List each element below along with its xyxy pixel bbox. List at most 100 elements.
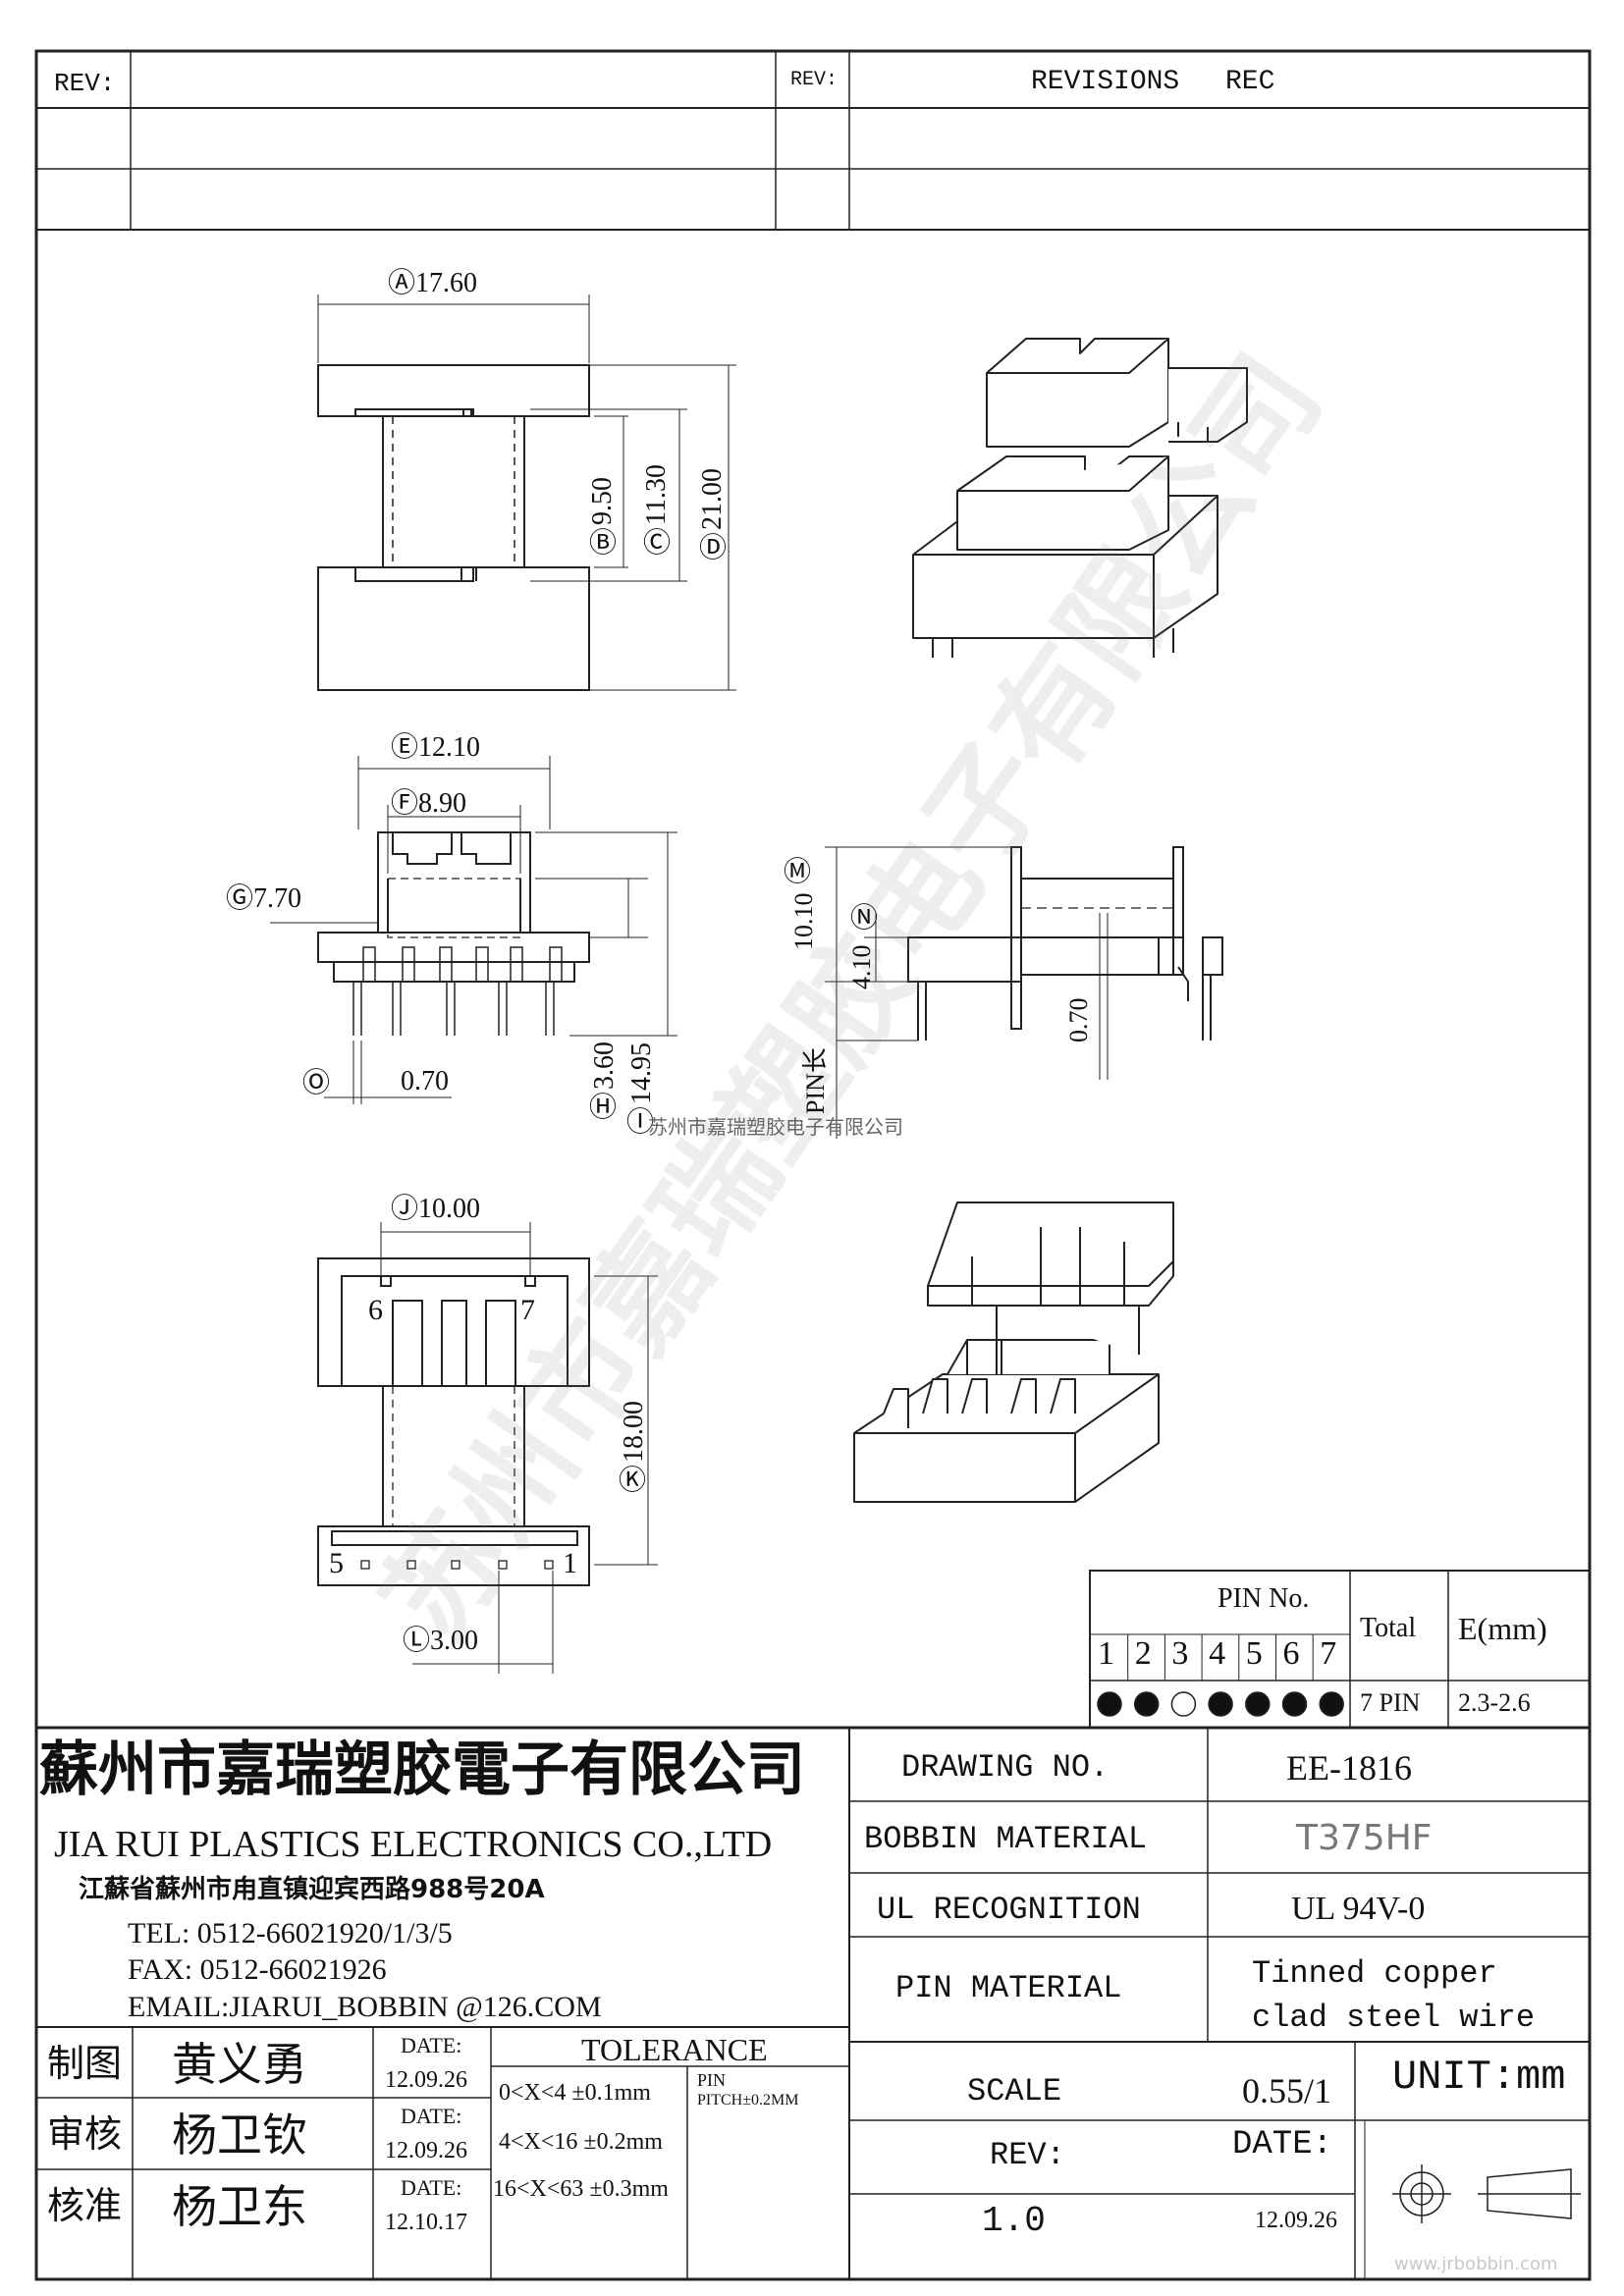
dim-d-value: 21.00	[697, 468, 728, 530]
pin-dot	[1133, 1691, 1160, 1717]
top-view	[317, 294, 736, 691]
dim-k-label: Ⓚ	[619, 1466, 647, 1496]
inline-company-text: 苏州市嘉瑞塑胶电子有限公司	[648, 1115, 903, 1139]
dim-g-value: 7.70	[253, 883, 302, 914]
scale-value: 0.55/1	[1242, 2071, 1332, 2110]
dim-p-value: 0.70	[401, 1066, 449, 1096]
rev-label: REV:	[990, 2137, 1065, 2173]
signoff-name: 杨卫钦	[172, 2109, 307, 2162]
dim-n-value: 4.10	[847, 944, 876, 990]
iso-view-bottom	[853, 1201, 1174, 1503]
pin-table-number: 2	[1134, 1635, 1152, 1672]
signoff-date: 12.09.26	[385, 2067, 467, 2093]
dim-o-label: Ⓞ	[302, 1068, 331, 1098]
dim-j-label: Ⓙ10.00	[391, 1194, 481, 1224]
unit-label: UNIT:mm	[1392, 2054, 1566, 2101]
pin-table-total-header: Total	[1360, 1613, 1417, 1643]
pin-table-number: 5	[1245, 1635, 1263, 1672]
pin-dot	[1281, 1691, 1308, 1717]
dim-i-label: Ⓘ	[626, 1107, 655, 1138]
pin-dot	[1097, 1691, 1122, 1717]
iso-view-top	[912, 338, 1248, 658]
drawing-no-label: DRAWING NO.	[901, 1749, 1110, 1786]
pin-material-label: PIN MATERIAL	[895, 1970, 1122, 2006]
tolerance-row-1: 0<X<4 ±0.1mm	[499, 2080, 651, 2106]
dim-e-value: 12.10	[418, 732, 481, 763]
pin-number-6: 6	[368, 1294, 383, 1326]
dim-k-value: 18.00	[619, 1401, 649, 1463]
revisions-header: REVISIONS	[1031, 67, 1180, 97]
signoff-name: 黄义勇	[172, 2038, 307, 2091]
company-fax: FAX: 0512-66021926	[128, 1953, 387, 1986]
signoff-date-label: DATE:	[401, 2033, 462, 2057]
pin-number-7: 7	[520, 1294, 535, 1326]
dim-e-label: Ⓔ12.10	[391, 732, 481, 763]
tolerance-header: TOLERANCE	[581, 2032, 768, 2067]
pin-table-e-value: 2.3-2.6	[1458, 1688, 1531, 1717]
company-email: EMAIL:JIARUI_BOBBIN @126.COM	[128, 1991, 602, 2023]
dim-g-label: Ⓖ7.70	[226, 883, 302, 914]
dim-b-value: 9.50	[587, 477, 618, 525]
pin-table-number: 6	[1282, 1635, 1300, 1672]
dim-a-value: 17.60	[415, 268, 478, 298]
dim-h-value: 3.60	[589, 1041, 620, 1090]
footer-website: www.jrbobbin.com	[1394, 2254, 1558, 2274]
pin-number-5: 5	[329, 1547, 344, 1579]
dim-b-label: Ⓑ	[589, 528, 618, 559]
drawing-no-value: EE-1816	[1286, 1748, 1412, 1788]
dim-f-label: Ⓕ8.90	[391, 788, 467, 819]
company-name-en: JIA RUI PLASTICS ELECTRONICS CO.,LTD	[54, 1824, 773, 1865]
dim-q-value: 0.70	[1064, 997, 1093, 1043]
dim-h-label: Ⓗ	[589, 1093, 618, 1123]
pin-dots	[1097, 1634, 1344, 1717]
tolerance-row-2: 4<X<16 ±0.2mm	[499, 2129, 663, 2155]
signoff-date: 12.09.26	[385, 2138, 467, 2163]
pin-length-label: PIN长	[801, 1047, 830, 1114]
rev-label-right: REV:	[790, 69, 839, 91]
tolerance-row-3: 16<X<63 ±0.3mm	[493, 2176, 669, 2202]
dim-j-value: 10.00	[418, 1194, 481, 1224]
date-value: 12.09.26	[1255, 2208, 1337, 2233]
signoff-date: 12.10.17	[385, 2210, 467, 2235]
rev-label-left: REV:	[54, 69, 116, 98]
dim-c-value: 11.30	[641, 464, 672, 525]
ul-recognition-label: UL RECOGNITION	[877, 1892, 1141, 1928]
pin-table-total: 7 PIN	[1360, 1688, 1421, 1717]
projection-symbol	[1392, 2164, 1581, 2223]
front-view	[270, 756, 677, 1104]
pin-table-number: 3	[1171, 1635, 1189, 1672]
pin-dot	[1245, 1691, 1271, 1717]
signoff-date-label: DATE:	[401, 2175, 462, 2200]
signoff-name: 杨卫东	[172, 2180, 307, 2233]
company-address: 江蘇省蘇州市甪直镇迎宾西路988号20A	[79, 1875, 545, 1904]
dim-f-value: 8.90	[418, 788, 467, 819]
pin-number-1: 1	[563, 1547, 577, 1579]
pin-table-header: PIN No.	[1218, 1583, 1310, 1614]
pin-dot	[1208, 1691, 1233, 1717]
pin-material-line2: clad steel wire	[1252, 2000, 1536, 2036]
side-view	[825, 846, 1223, 1139]
signoff-date-label: DATE:	[401, 2104, 462, 2128]
tolerance-pin-pitch: PITCH±0.2MM	[697, 2092, 799, 2109]
pin-dot	[1319, 1691, 1344, 1717]
pin-material-line1: Tinned copper	[1252, 1955, 1497, 1992]
pin-dot	[1170, 1691, 1197, 1717]
signoff-role: 核准	[47, 2184, 123, 2227]
rec-header: REC	[1225, 67, 1275, 97]
bobbin-material-value: T375HF	[1296, 1818, 1433, 1858]
bottom-view	[317, 1222, 658, 1674]
signoff-role: 审核	[47, 2112, 123, 2156]
scale-label: SCALE	[967, 2073, 1062, 2109]
dim-a-label: Ⓐ17.60	[388, 268, 478, 298]
pin-table-number: 4	[1209, 1635, 1226, 1672]
dim-i-value: 14.95	[626, 1042, 657, 1104]
dim-m-label: Ⓜ	[784, 857, 812, 887]
tolerance-pin-label: PIN	[697, 2070, 727, 2090]
dim-n-label: Ⓝ	[850, 903, 879, 934]
bobbin-material-label: BOBBIN MATERIAL	[864, 1821, 1148, 1857]
dim-c-label: Ⓒ	[643, 528, 672, 559]
ul-recognition-value: UL 94V-0	[1291, 1891, 1426, 1927]
company-tel: TEL: 0512-66021920/1/3/5	[128, 1917, 453, 1949]
